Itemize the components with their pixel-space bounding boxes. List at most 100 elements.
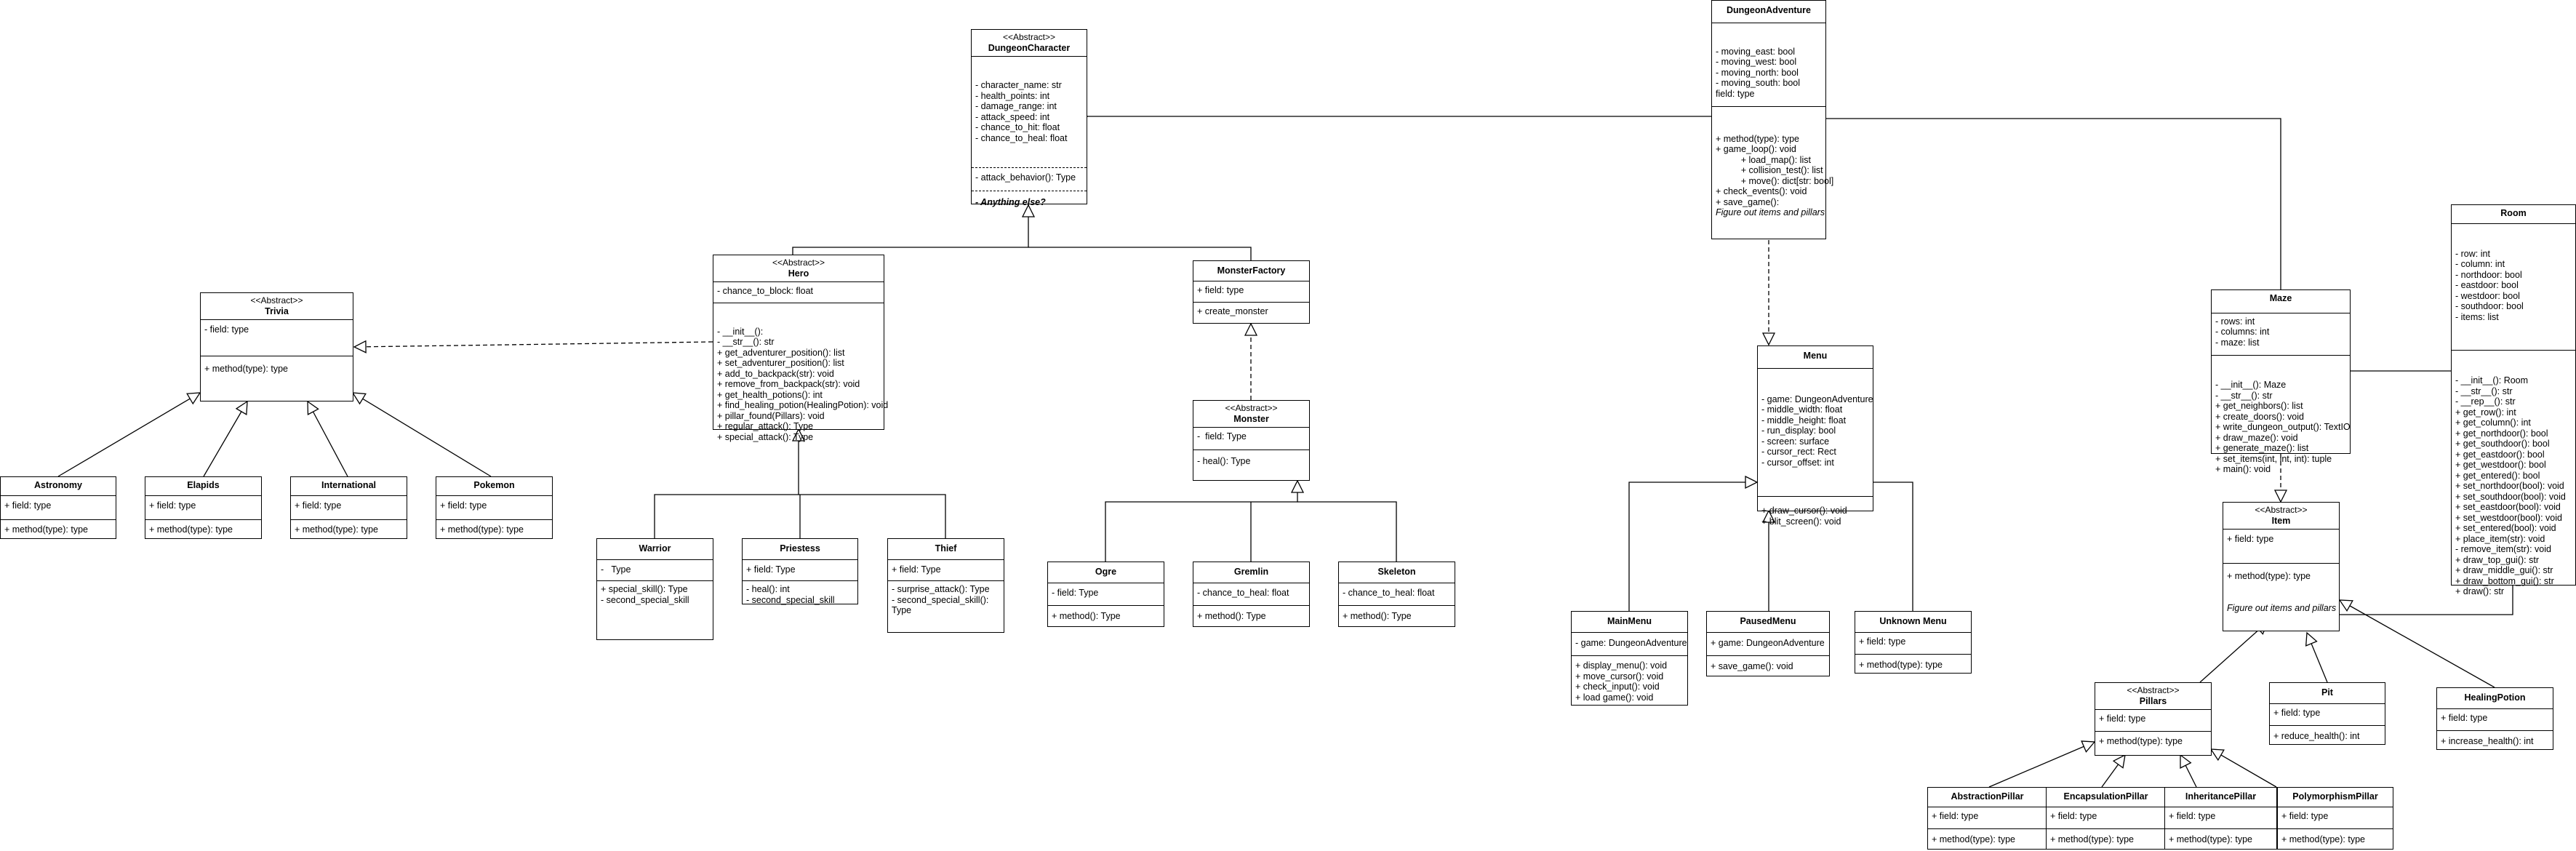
methods: + reduce_health(): int [2273, 731, 2360, 741]
class-menu[interactable]: Menu - game: DungeonAdventure- middle_wi… [1757, 345, 1873, 527]
class-room[interactable]: Room - row: int- column: int- northdoor:… [2451, 204, 2576, 596]
class-name: Gremlin [1233, 567, 1269, 577]
edge-potion-item [2338, 599, 2495, 688]
class-dungeoncharacter[interactable]: <<Abstract>>DungeonCharacter - character… [971, 29, 1087, 207]
class-international[interactable]: International + field: type + method(typ… [290, 476, 407, 539]
class-monsterfactory[interactable]: MonsterFactory + field: type + create_mo… [1193, 260, 1310, 324]
edge-ogre-monster [1105, 479, 1305, 562]
class-polymorphismpillar[interactable]: PolymorphismPillar + field: type + metho… [2277, 787, 2393, 850]
class-trivia[interactable]: <<Abstract>>Trivia - field: type + metho… [200, 292, 353, 401]
methods: + method(type): type [2050, 834, 2134, 844]
class-ogre[interactable]: Ogre - field: Type + method(): Type [1047, 562, 1164, 627]
class-priestess[interactable]: Priestess + field: Type - heal(): int- s… [742, 538, 858, 605]
class-pausedmenu[interactable]: PausedMenu + game: DungeonAdventure + sa… [1706, 611, 1830, 676]
attributes: + field: type [1855, 633, 1971, 655]
attributes: - field: Type [1048, 583, 1164, 606]
class-name: HealingPotion [2464, 692, 2526, 703]
methods: + method(): Type [1343, 611, 1412, 621]
class-name: PausedMenu [1740, 616, 1796, 626]
methods: + special_skill(): Type- second_special_… [601, 584, 689, 605]
class-pillars[interactable]: <<Abstract>>Pillars + field: type + meth… [2095, 682, 2212, 756]
edge-pillars-item [2199, 621, 2269, 683]
methods: + increase_health(): int [2441, 736, 2534, 746]
edge-astronomy-trivia [57, 392, 201, 477]
class-name: Elapids [187, 480, 220, 490]
edge-encapsulation-pillars [2101, 754, 2126, 788]
class-encapsulationpillar[interactable]: EncapsulationPillar + field: type + meth… [2046, 787, 2166, 850]
attributes: + field: type [291, 496, 407, 520]
methods: + method(type): type [4, 524, 88, 535]
class-astronomy[interactable]: Astronomy + field: type + method(type): … [0, 476, 116, 539]
edge-hero-trivia [353, 340, 713, 353]
attributes: + field: Type [743, 560, 857, 581]
class-name: AbstractionPillar [1951, 791, 2024, 802]
class-dungeonadventure[interactable]: DungeonAdventure - moving_east: bool- mo… [1711, 0, 1834, 239]
attributes: - chance_to_heal: float [1193, 583, 1309, 606]
class-skeleton[interactable]: Skeleton - chance_to_heal: float + metho… [1338, 562, 1455, 627]
class-gremlin[interactable]: Gremlin - chance_to_heal: float + method… [1193, 562, 1310, 627]
class-pokemon[interactable]: Pokemon + field: type + method(type): ty… [436, 476, 553, 539]
class-name: PolymorphismPillar [2292, 791, 2378, 802]
class-name: International [321, 480, 376, 490]
class-abstractionpillar[interactable]: AbstractionPillar + field: type + method… [1927, 787, 2047, 850]
class-inheritancepillar[interactable]: InheritancePillar + field: type + method… [2164, 787, 2277, 850]
stereotype: <<Abstract>> [2127, 685, 2180, 695]
edge-hero-dungeoncharacter [792, 204, 1036, 255]
class-monster[interactable]: <<Abstract>>Monster - field: Type - heal… [1193, 400, 1310, 481]
methods: + method(type): type [204, 364, 288, 374]
methods: - __init__():- __str__(): str+ get_adven… [717, 326, 889, 442]
class-name: Skeleton [1377, 567, 1416, 577]
stereotype: <<Abstract>> [1002, 32, 1056, 42]
class-maze[interactable]: Maze - rows: int- columns: int- maze: li… [2211, 289, 2351, 474]
attributes: + field: Type [888, 560, 1004, 581]
methods: + method(type): type [1932, 834, 2015, 844]
attributes: - game: DungeonAdventure [1572, 633, 1687, 656]
edge-mainmenu-menu [1628, 475, 1759, 611]
methods: + method(type): type [295, 524, 378, 535]
methods: + method(type): type [1859, 660, 1943, 670]
attributes: + field: type [2278, 807, 2393, 829]
edge-pit-item [2305, 631, 2328, 683]
attributes: + field: type [2270, 704, 2385, 726]
attributes: + field: type [2437, 709, 2553, 731]
class-mainmenu[interactable]: MainMenu - game: DungeonAdventure + disp… [1571, 611, 1688, 706]
class-hero[interactable]: <<Abstract>>Hero - chance_to_block: floa… [713, 255, 888, 442]
behaviors: - attack_behavior(): Type [972, 168, 1087, 191]
edge-factory-dungeoncharacter [1028, 247, 1252, 260]
class-name: Unknown Menu [1879, 616, 1947, 626]
methods: + draw_cursor(): void+ blit_screen(): vo… [1761, 506, 1847, 527]
attributes: + field: type [145, 496, 261, 520]
class-unknownmenu[interactable]: Unknown Menu + field: type + method(type… [1855, 611, 1972, 674]
class-name: Room [2500, 208, 2527, 218]
class-warrior[interactable]: Warrior - Type + special_skill(): Type- … [596, 538, 713, 640]
attributes: - field: Type [1193, 428, 1309, 450]
methods: + method(type): type [2169, 834, 2252, 844]
class-elapids[interactable]: Elapids + field: type + method(type): ty… [145, 476, 262, 539]
edge-elapids-trivia [203, 400, 248, 477]
class-item[interactable]: <<Abstract>>Item + field: type + method(… [2223, 502, 2340, 631]
attributes: - chance_to_block: float [713, 282, 884, 303]
edge-abstraction-pillars [1988, 740, 2096, 788]
methods: + create_monster [1197, 306, 1268, 316]
class-name: MonsterFactory [1217, 265, 1286, 276]
attributes: - rows: int- columns: int- maze: list [2212, 313, 2350, 356]
class-name: Menu [1803, 351, 1828, 361]
edge-polymorphism-pillars [2209, 748, 2277, 788]
attributes: - Type [597, 560, 713, 581]
class-name: Astronomy [34, 480, 82, 490]
attributes: + field: type [2165, 807, 2276, 829]
edge-pokemon-trivia [351, 392, 492, 477]
class-name: Hero [788, 268, 809, 279]
attributes: - game: DungeonAdventure- middle_width: … [1758, 369, 1873, 497]
class-healingpotion[interactable]: HealingPotion + field: type + increase_h… [2436, 687, 2553, 750]
class-name: DungeonCharacter [988, 42, 1071, 53]
class-name: Trivia [265, 305, 289, 316]
methods: - __init__(): Room- __str__(): str- __re… [2455, 375, 2566, 596]
edge-inheritance-pillars [2180, 754, 2197, 788]
attributes: + field: type [1, 496, 116, 520]
class-name: Thief [935, 543, 957, 554]
class-pit[interactable]: Pit + field: type + reduce_health(): int [2269, 682, 2385, 745]
stereotype: <<Abstract>> [2255, 505, 2308, 515]
class-thief[interactable]: Thief + field: Type - surprise_attack():… [887, 538, 1004, 633]
methods: + method(type): type+ game_loop(): void … [1716, 133, 1834, 218]
